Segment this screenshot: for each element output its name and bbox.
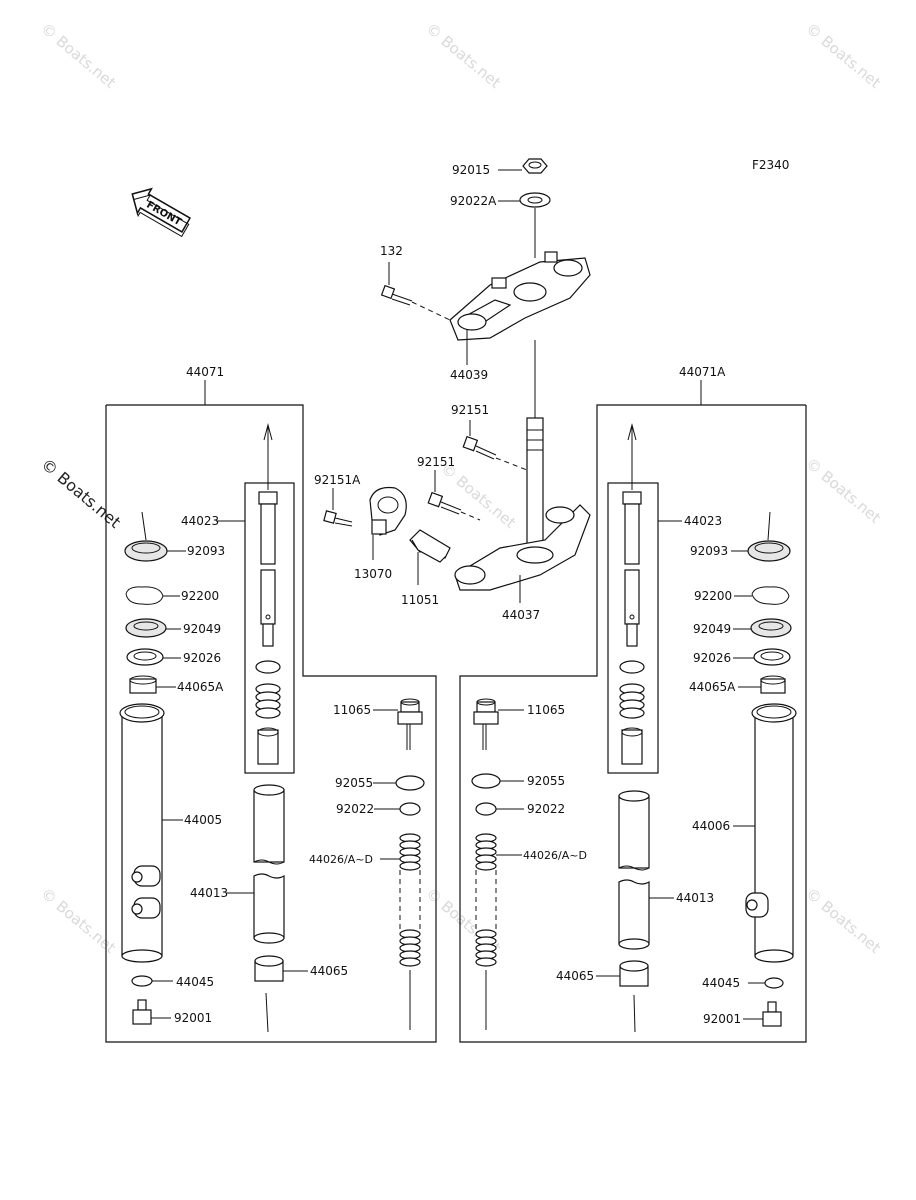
washer-92022a xyxy=(519,192,551,208)
label-92022a: 92022A xyxy=(450,194,497,208)
bolt-92151a xyxy=(323,510,353,527)
right-cartridge xyxy=(619,423,645,765)
label-l44013: 44013 xyxy=(190,886,228,900)
label-44071a: 44071A xyxy=(679,365,726,379)
label-l44045: 44045 xyxy=(176,975,214,989)
bolt-132 xyxy=(380,284,413,306)
label-l92093: 92093 xyxy=(187,544,225,558)
right-washer-92022 xyxy=(475,802,497,816)
label-r44065a: 44065A xyxy=(689,680,736,694)
left-washer-92022 xyxy=(399,802,421,816)
right-damper-11065 xyxy=(473,698,499,750)
label-l92200: 92200 xyxy=(181,589,219,603)
label-l44023: 44023 xyxy=(181,514,219,528)
right-washer-44045 xyxy=(764,977,784,989)
watermark: © Boats.net xyxy=(437,459,519,532)
label-132: 132 xyxy=(380,244,403,258)
watermark: © Boats.net xyxy=(802,884,884,957)
label-r44026: 44026/A~D xyxy=(523,849,587,862)
label-r44065: 44065 xyxy=(556,969,594,983)
label-l92026: 92026 xyxy=(183,651,221,665)
label-92015: 92015 xyxy=(452,163,490,177)
label-44037: 44037 xyxy=(502,608,540,622)
right-fork-assembly-box xyxy=(459,380,807,1043)
left-seals xyxy=(124,511,168,694)
label-r44006: 44006 xyxy=(692,819,730,833)
label-r92093: 92093 xyxy=(690,544,728,558)
label-l92055: 92055 xyxy=(335,776,373,790)
label-r92055: 92055 xyxy=(527,774,565,788)
right-spring-44026 xyxy=(475,833,497,1030)
right-bushing-44065 xyxy=(619,960,649,987)
watermark: © Boats.net xyxy=(422,19,504,92)
label-44039: 44039 xyxy=(450,368,488,382)
watermark: © Boats.net xyxy=(37,884,119,957)
label-l92022: 92022 xyxy=(336,802,374,816)
label-l92001: 92001 xyxy=(174,1011,212,1025)
label-l44026: 44026/A~D xyxy=(309,853,373,866)
left-cartridge xyxy=(255,423,281,765)
label-r92026: 92026 xyxy=(693,651,731,665)
label-44071: 44071 xyxy=(186,365,224,379)
left-outer-tube-44005 xyxy=(119,703,165,963)
label-l11065: 11065 xyxy=(333,703,371,717)
label-92151-mid: 92151 xyxy=(417,455,455,469)
label-r11065: 11065 xyxy=(527,703,565,717)
left-bolt-92001 xyxy=(132,999,152,1025)
steering-stem-44037 xyxy=(454,417,591,591)
label-l44065: 44065 xyxy=(310,964,348,978)
clamp-13070 xyxy=(369,486,407,536)
label-r44045: 44045 xyxy=(702,976,740,990)
watermark: © Boats.net xyxy=(802,19,884,92)
label-92151a: 92151A xyxy=(314,473,361,487)
label-r92049: 92049 xyxy=(693,622,731,636)
label-l44005: 44005 xyxy=(184,813,222,827)
bracket-11051 xyxy=(409,529,451,563)
label-92151-top: 92151 xyxy=(451,403,489,417)
nut-92015 xyxy=(522,158,548,174)
left-inner-tube-44013 xyxy=(253,784,285,944)
right-oring-92055 xyxy=(471,773,501,789)
bolt-92151-top xyxy=(462,435,497,460)
label-13070: 13070 xyxy=(354,567,392,581)
left-washer-44045 xyxy=(131,975,153,987)
left-oring-92055 xyxy=(395,775,425,791)
front-arrow-icon: FRONT xyxy=(131,187,192,238)
left-fork-assembly-box xyxy=(105,380,437,1043)
right-outer-tube-44006 xyxy=(745,703,797,963)
right-inner-box xyxy=(607,482,659,774)
right-bolt-92001 xyxy=(762,1001,782,1027)
right-seals xyxy=(747,511,792,694)
left-bushing-44065 xyxy=(254,955,284,982)
label-r92200: 92200 xyxy=(694,589,732,603)
label-r92022: 92022 xyxy=(527,802,565,816)
watermark: © Boats.net xyxy=(37,19,119,92)
label-11051: 11051 xyxy=(401,593,439,607)
diagram-code: F2340 xyxy=(752,158,789,172)
upper-bracket-44039 xyxy=(449,251,591,341)
bolt-92151-mid xyxy=(427,491,462,515)
right-inner-tube-44013 xyxy=(618,790,650,950)
watermark: © Boats.net xyxy=(37,455,124,532)
left-damper-11065 xyxy=(397,698,423,750)
label-r92001: 92001 xyxy=(703,1012,741,1026)
left-inner-box xyxy=(244,482,295,774)
label-r44013: 44013 xyxy=(676,891,714,905)
left-spring-44026 xyxy=(399,833,421,1030)
watermark: © Boats.net xyxy=(802,454,884,527)
label-r44023: 44023 xyxy=(684,514,722,528)
label-l92049: 92049 xyxy=(183,622,221,636)
label-l44065a: 44065A xyxy=(177,680,224,694)
